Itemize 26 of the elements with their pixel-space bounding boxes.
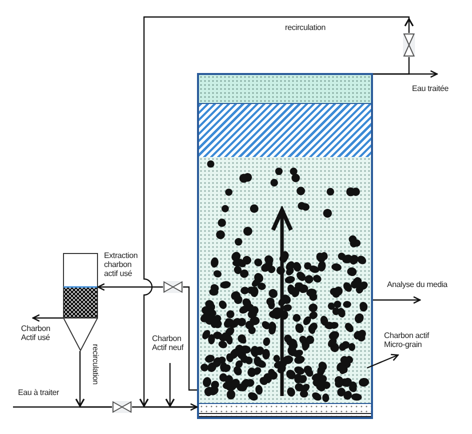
recirculation-pipe xyxy=(139,16,414,408)
reactor-column xyxy=(197,73,373,419)
sampling-arrow xyxy=(373,296,421,304)
pipe-line xyxy=(373,57,410,75)
edge-label: recirculation xyxy=(91,344,100,385)
recirculation-pipe xyxy=(75,351,112,408)
edge-label: Extraction charbon actif usé xyxy=(104,251,139,278)
valve-icon xyxy=(112,401,132,413)
valve-icon xyxy=(403,33,415,57)
carbon-grain-bed xyxy=(199,157,371,403)
discharge-arrow xyxy=(32,314,63,322)
leader-arrow xyxy=(366,354,399,369)
valve-icon xyxy=(163,281,183,293)
material-label: Charbon Actif usé xyxy=(21,324,61,342)
edge-label: recirculation xyxy=(285,23,326,32)
material-label: Charbon Actif neuf xyxy=(152,334,196,352)
analysis-label: Analyse du media xyxy=(387,280,448,289)
water-layer xyxy=(199,75,371,104)
support-plate xyxy=(199,403,371,417)
stream-label: Eau à traiter xyxy=(18,388,59,397)
callout-text: Charbon actif Micro-grain xyxy=(384,331,440,349)
pipe-line xyxy=(183,286,197,391)
hatched-layer xyxy=(199,104,371,157)
extraction-arrow xyxy=(97,283,163,291)
stream-label: Eau traitée xyxy=(412,84,448,93)
pipe-arrow xyxy=(132,403,198,411)
